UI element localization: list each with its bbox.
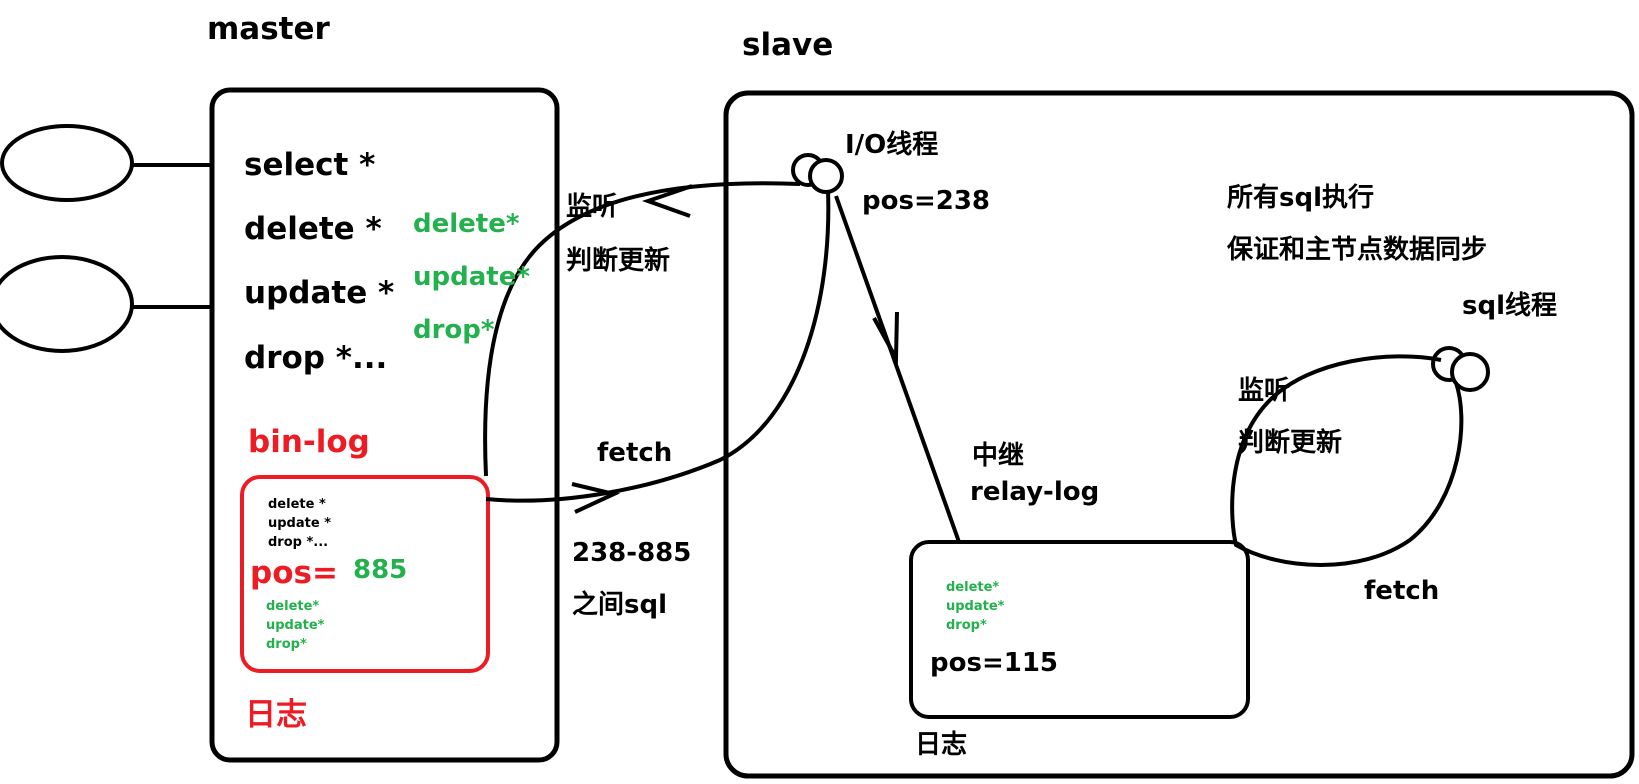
- master-command: select *: [244, 147, 376, 183]
- binlog-pos-value: 885: [353, 555, 408, 585]
- slave-title: slave: [742, 27, 834, 63]
- binlog-box: [240, 475, 490, 673]
- master-replicated-command: delete*: [413, 209, 520, 239]
- io-listen-label: 监听: [566, 192, 619, 222]
- binlog-entry: delete *: [268, 497, 326, 512]
- io-thread-icon-b: [808, 158, 844, 194]
- exec-all-label: 所有sql执行: [1227, 183, 1374, 213]
- binlog-replicated-entry: delete*: [266, 599, 320, 614]
- sql-thread-label: sql线程: [1462, 291, 1557, 321]
- master-log-caption: 日志: [245, 697, 307, 733]
- relay-entry: drop*: [946, 618, 987, 633]
- io-to-relay-arrowhead: [872, 311, 899, 366]
- sql-thread-loop: [1230, 354, 1464, 567]
- master-command: update *: [244, 275, 395, 311]
- relay-log-box: [909, 540, 1250, 719]
- io-pos-label: pos=238: [862, 186, 991, 216]
- relay-log-label: relay-log: [970, 477, 1100, 507]
- master-command: drop *...: [244, 340, 388, 376]
- relay-entry: delete*: [946, 580, 1000, 595]
- master-replicated-command: update*: [413, 262, 530, 292]
- io-thread-label: I/O线程: [845, 130, 939, 160]
- binlog-pos-label: pos=: [250, 555, 338, 591]
- master-box: [209, 87, 560, 763]
- io-listen-arc: [483, 181, 801, 477]
- sql-thread-icon-b: [1450, 352, 1490, 392]
- relay-entry: update*: [946, 599, 1005, 614]
- fetch-range-label: 238-885: [572, 538, 692, 568]
- sql-listen-label: 监听: [1238, 376, 1291, 406]
- slave-box: [723, 90, 1635, 779]
- sync-note-label: 保证和主节点数据同步: [1227, 235, 1488, 265]
- relay-log-caption: 日志: [915, 730, 968, 760]
- client-ellipse-1: [0, 124, 134, 202]
- client-ellipse-2: [0, 255, 134, 353]
- binlog-replicated-entry: update*: [266, 618, 325, 633]
- io-fetch-arrowhead: [571, 482, 621, 514]
- io-to-relay-line: [834, 195, 961, 543]
- binlog-replicated-entry: drop*: [266, 637, 307, 652]
- master-command: delete *: [244, 211, 382, 247]
- binlog-entry: update *: [268, 516, 331, 531]
- io-fetch-label: fetch: [597, 438, 673, 468]
- relay-pos-label: pos=115: [930, 648, 1059, 678]
- binlog-entry: drop *...: [268, 535, 329, 550]
- relay-label: 中继: [972, 441, 1025, 471]
- master-title: master: [207, 11, 330, 47]
- io-listen-arrowhead: [641, 184, 693, 218]
- fetch-range-note: 之间sql: [572, 590, 667, 620]
- io-fetch-arc: [485, 189, 831, 503]
- io-check-update-label: 判断更新: [566, 246, 671, 276]
- master-replicated-command: drop*: [413, 315, 495, 345]
- sql-check-update-label: 判断更新: [1238, 428, 1343, 458]
- binlog-label: bin-log: [248, 424, 370, 460]
- sql-fetch-label: fetch: [1364, 576, 1440, 606]
